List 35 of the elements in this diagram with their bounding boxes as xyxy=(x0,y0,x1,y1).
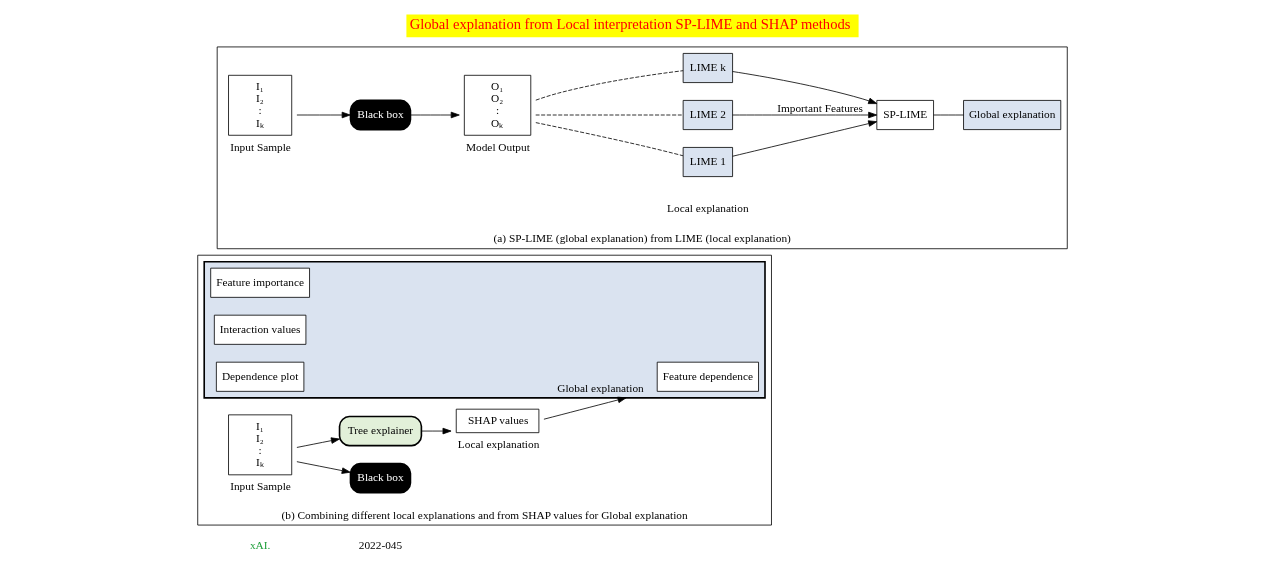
connector xyxy=(535,122,684,157)
node-box: Black box xyxy=(349,462,412,494)
node-box: Global explanation xyxy=(963,100,1062,130)
arrow xyxy=(410,111,460,119)
arrow xyxy=(296,437,340,448)
edge-label: Global explanation xyxy=(557,381,644,394)
node-label: Local explanation xyxy=(457,438,540,451)
node-box: SP-LIME xyxy=(876,100,934,130)
node-label: Input Sample xyxy=(230,140,291,153)
node-box: Interaction values xyxy=(213,314,307,345)
connector xyxy=(933,114,964,116)
node-box: Black box xyxy=(349,99,412,131)
node-box: Feature dependence xyxy=(656,361,759,392)
arrow xyxy=(421,427,452,435)
node-label: Model Output xyxy=(465,140,530,153)
arrow xyxy=(732,111,878,119)
arrow xyxy=(543,396,627,420)
node-box: LIME 1 xyxy=(682,147,733,177)
node-box: Feature importance xyxy=(210,267,310,298)
edge-label: Important Features xyxy=(777,101,864,114)
arrow xyxy=(296,461,351,474)
diagram-title: Global explanation from Local interpretation SP-LIME and SHAP methods xyxy=(409,16,851,33)
arrow xyxy=(732,71,878,104)
node-label: Input Sample xyxy=(230,480,291,493)
arrow xyxy=(732,120,878,157)
node-box: Dependence plot xyxy=(215,361,305,392)
node-box: LIME 2 xyxy=(682,100,733,130)
label: Local explanation xyxy=(667,202,749,215)
node-box: LIME k xyxy=(682,53,733,83)
label: 2022-045 xyxy=(358,539,403,552)
label: xAI. xyxy=(249,539,271,552)
arrow xyxy=(296,111,351,119)
cluster xyxy=(203,260,766,399)
connector xyxy=(535,70,684,101)
node-box: Tree explainer xyxy=(338,415,423,447)
